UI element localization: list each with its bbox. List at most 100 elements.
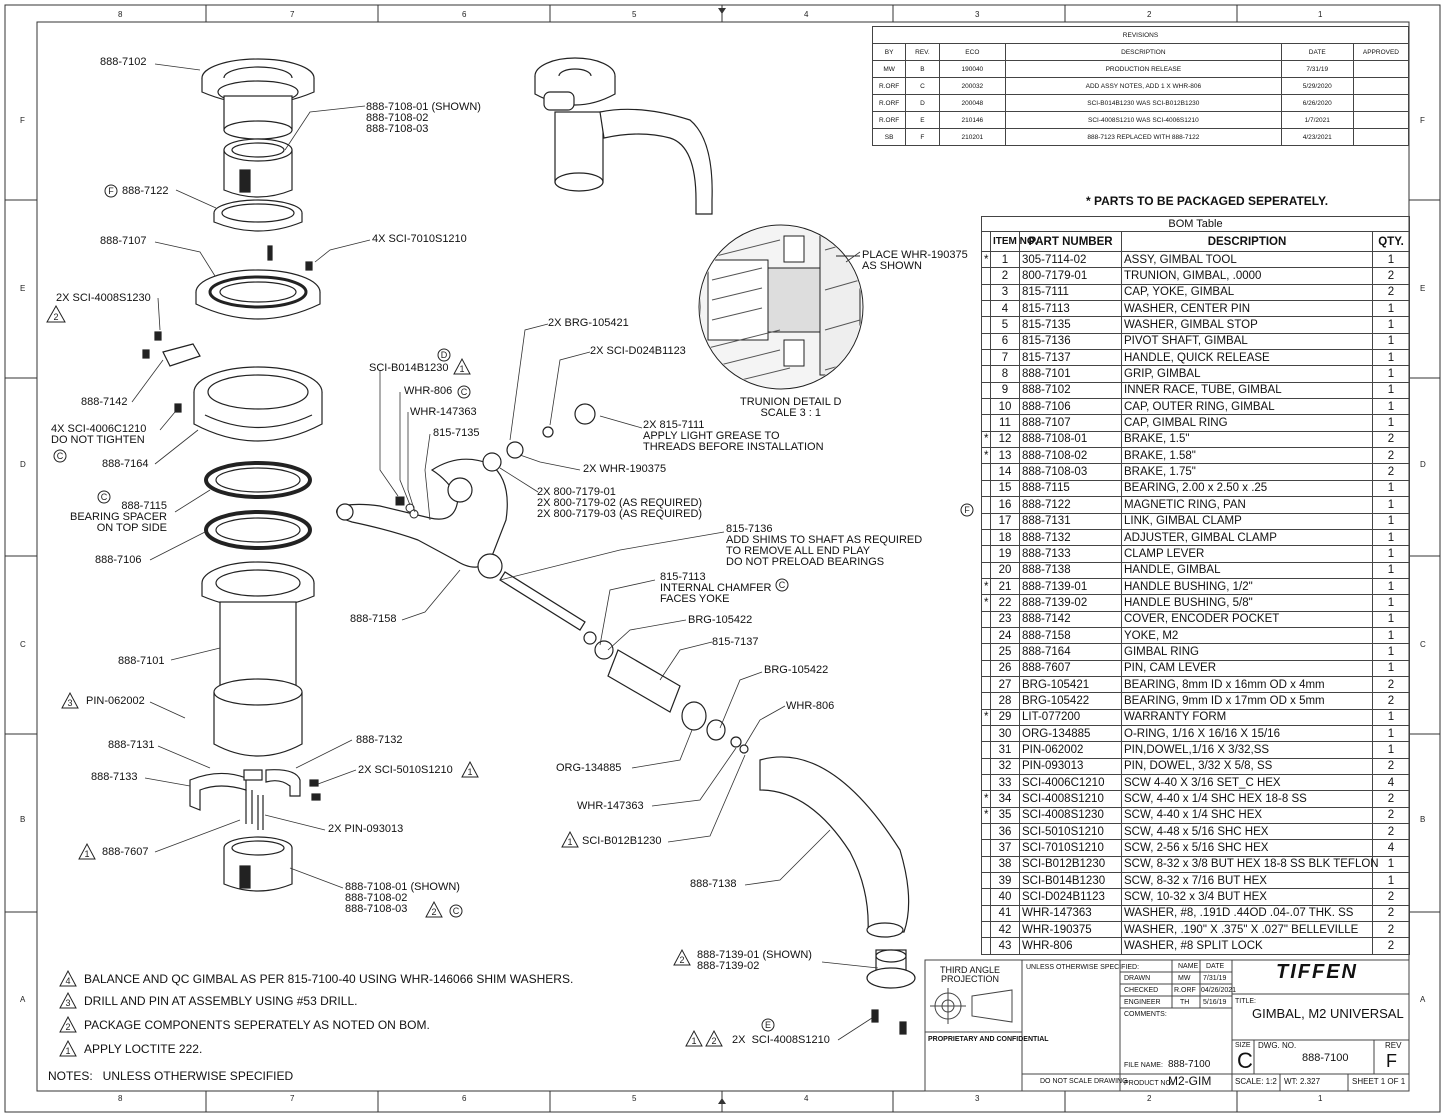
- callout-org-134885: ORG-134885: [556, 762, 622, 774]
- bom-item-no: 41: [990, 904, 1020, 923]
- detail-label: TRUNION DETAIL D SCALE 3 : 1: [740, 396, 842, 419]
- drawn-by: MW: [1178, 975, 1191, 982]
- rev-value: F: [1386, 1051, 1397, 1071]
- bom-item-no: 13: [990, 447, 1020, 465]
- revision-cell: 210201: [938, 128, 1007, 146]
- zone-bot-8: 8: [118, 1094, 123, 1103]
- bom-description: MAGNETIC RING, PAN: [1121, 496, 1373, 514]
- callout-whr-147363-a: WHR-147363: [410, 406, 477, 418]
- title-label: TITLE:: [1235, 998, 1257, 1005]
- zone-left-c: C: [20, 640, 26, 649]
- callout-888-7132: 888-7132: [356, 734, 403, 746]
- bom-part-number: 888-7108-01: [1019, 430, 1122, 449]
- company-logo: TIFFEN: [1276, 961, 1358, 983]
- zone-top-1: 1: [1318, 10, 1323, 19]
- bom-item-no: 34: [990, 790, 1020, 808]
- drawn-date: 7/31/19: [1203, 975, 1227, 982]
- bom-description: SCW, 8-32 x 3/8 BUT HEX 18-8 SS BLK TEFL…: [1121, 855, 1379, 874]
- bom-item-no: 36: [990, 823, 1020, 841]
- callout-815-7136: 815-7136 ADD SHIMS TO SHAFT AS REQUIRED …: [726, 523, 923, 568]
- dwg-no-label: DWG. NO.: [1258, 1041, 1297, 1050]
- zone-left-e: E: [20, 284, 26, 293]
- zone-left-a: A: [20, 995, 26, 1004]
- bom-part-number: 305-7114-02: [1019, 250, 1122, 269]
- callout-888-7107: 888-7107: [100, 235, 147, 247]
- callout-815-7113: 815-7113 INTERNAL CHAMFER FACES YOKE: [660, 571, 772, 605]
- bom-description: WASHER, #8 SPLIT LOCK: [1121, 937, 1373, 955]
- revision-cell: 888-7123 REPLACED WITH 888-7122: [1005, 128, 1282, 146]
- revision-cell: 4/23/2021: [1280, 128, 1354, 146]
- zone-right-d: D: [1420, 460, 1426, 469]
- bom-description: LINK, GIMBAL CLAMP: [1121, 512, 1373, 530]
- bom-description: WASHER, #8, .191D .44OD .04-.07 THK. SS: [1121, 904, 1373, 923]
- checked-date: 04/26/2021: [1201, 987, 1237, 994]
- do-not-scale: DO NOT SCALE DRAWING: [1040, 1078, 1128, 1085]
- bom-description: SCW, 10-32 x 3/4 BUT HEX: [1121, 888, 1373, 906]
- callout-sci-4006: 4X SCI-4006C1210 DO NOT TIGHTEN: [51, 423, 147, 446]
- bom-part-number: SCI-B012B1230: [1019, 855, 1122, 874]
- bom-part-number: ORG-134885: [1019, 724, 1122, 743]
- bom-item-no: 32: [990, 757, 1020, 776]
- callout-888-7139: 888-7139-01 (SHOWN) 888-7139-02: [697, 949, 812, 972]
- zone-bot-3: 3: [975, 1094, 980, 1103]
- zone-right-c: C: [1420, 640, 1426, 649]
- bom-item-no: 30: [990, 724, 1020, 743]
- bom-item-no: 21: [990, 577, 1020, 596]
- bom-description: SCW 4-40 X 3/16 SET_C HEX: [1121, 773, 1373, 792]
- zone-left-b: B: [20, 815, 26, 824]
- zone-right-e: E: [1420, 284, 1426, 293]
- bom-part-number: 888-7102: [1019, 381, 1122, 400]
- zone-bot-6: 6: [462, 1094, 467, 1103]
- callout-815-7135: 815-7135: [433, 427, 480, 439]
- bom-qty: 1: [1372, 626, 1410, 645]
- callout-888-7108-bottom: 888-7108-01 (SHOWN) 888-7108-02 888-7108…: [345, 881, 460, 915]
- product-label: PRODUCT NO:: [1124, 1080, 1173, 1087]
- bom-item-no: 16: [990, 496, 1020, 514]
- callout-place-whr: PLACE WHR-190375 AS SHOWN: [862, 249, 968, 272]
- bom-part-number: SCI-7010S1210: [1019, 839, 1122, 857]
- zone-right-b: B: [1420, 815, 1426, 824]
- callout-sci-4008s1230: 2X SCI-4008S1230: [56, 292, 151, 304]
- callout-sci-b014: SCI-B014B1230: [369, 362, 449, 374]
- size-value: C: [1237, 1048, 1253, 1073]
- bom-qty: 1: [1372, 496, 1410, 514]
- callout-815-7111: 2X 815-7111 APPLY LIGHT GREASE TO THREAD…: [643, 419, 824, 453]
- checked-label: CHECKED: [1124, 987, 1159, 994]
- callout-pin-093013: 2X PIN-093013: [328, 823, 404, 835]
- product-no: M2-GIM: [1168, 1074, 1212, 1088]
- bom-part-number: WHR-190375: [1019, 921, 1122, 939]
- callout-whr-806-b: WHR-806: [786, 700, 835, 712]
- revision-cell: C: [905, 77, 940, 95]
- callout-888-7106: 888-7106: [95, 554, 142, 566]
- revision-table: REVISIONS BY REV. ECO DESCRIPTION DATE A…: [871, 26, 1410, 146]
- bom-part-number: BRG-105421: [1019, 675, 1122, 694]
- bom-qty: 2: [1372, 937, 1410, 955]
- callout-888-7138: 888-7138: [690, 878, 737, 890]
- callout-888-7133: 888-7133: [91, 771, 138, 783]
- bom-header-desc: DESCRIPTION: [1121, 231, 1373, 252]
- callout-sci-b012: SCI-B012B1230: [582, 835, 662, 847]
- callout-brg-105422-a: BRG-105422: [688, 614, 753, 626]
- callout-sci-d024: 2X SCI-D024B1123: [590, 345, 686, 357]
- note-1: APPLY LOCTITE 222.: [84, 1042, 203, 1056]
- bom-part-number: WHR-806: [1019, 937, 1122, 955]
- bom-part-number: SCI-4008S1210: [1019, 790, 1122, 808]
- callout-888-7101: 888-7101: [118, 655, 165, 667]
- zone-bot-5: 5: [632, 1094, 637, 1103]
- bom-part-number: 888-7115: [1019, 479, 1122, 498]
- callout-whr-806-a: WHR-806: [404, 385, 453, 397]
